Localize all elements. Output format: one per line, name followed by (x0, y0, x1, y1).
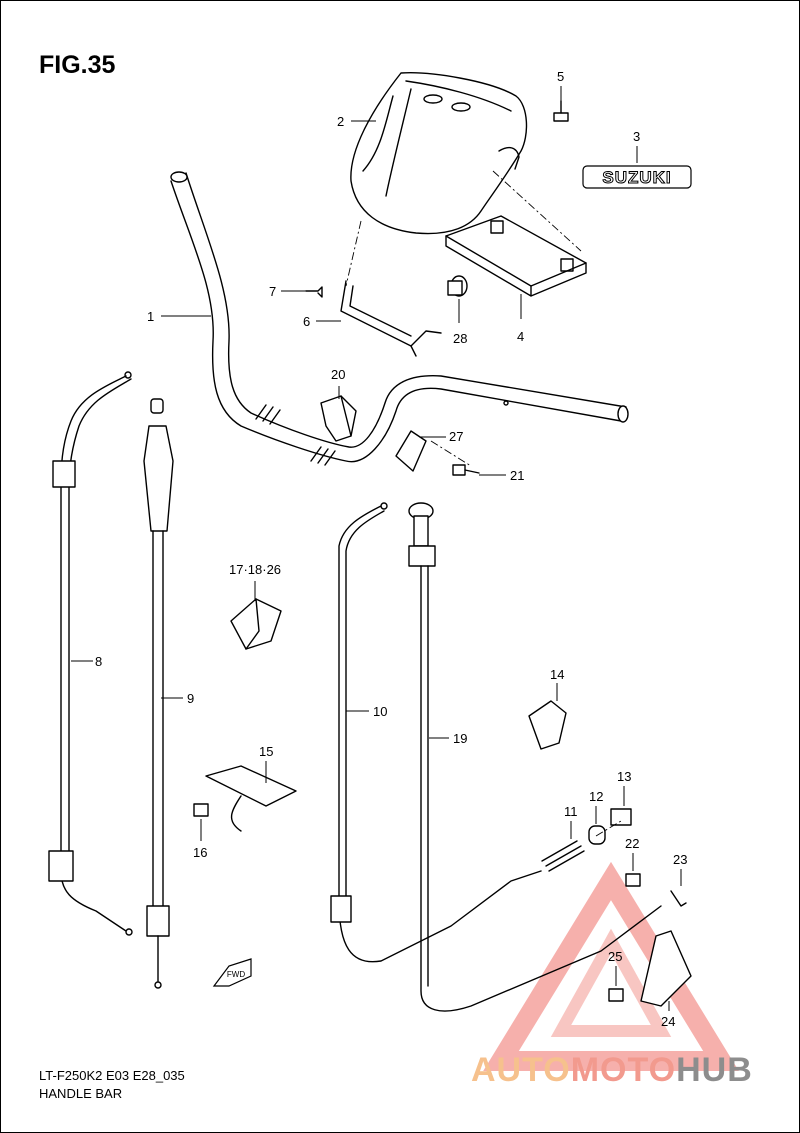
cable-clamp-upper (320, 395, 357, 442)
handlebar-cover (350, 72, 528, 235)
callout-16: 16 (193, 845, 207, 860)
screw-small (305, 286, 323, 298)
cotter-pin (670, 890, 687, 907)
watermark-moto: MOTO (570, 1051, 677, 1089)
callout-20: 20 (331, 367, 345, 382)
cable-clamp-middle (230, 598, 282, 650)
callout-6: 6 (303, 314, 310, 329)
suzuki-emblem: SUZUKI (582, 165, 692, 189)
callout-22: 22 (625, 836, 639, 851)
callout-10: 10 (373, 704, 387, 719)
model-code: LT-F250K2 E03 E28_035 (39, 1068, 185, 1083)
cable-nine (143, 398, 174, 989)
forward-direction-marker: FWD (212, 958, 252, 987)
watermark-hub: HUB (676, 1051, 753, 1089)
choke-lever-bracket (640, 930, 692, 1007)
watermark-logo: AUTOMOTOHUB (471, 1051, 753, 1090)
bolt-twenty-two (625, 873, 641, 887)
callout-3: 3 (633, 129, 640, 144)
emblem-label: SUZUKI (602, 168, 671, 187)
callout-8: 8 (95, 654, 102, 669)
rubber-cushion (447, 275, 468, 297)
callout-5: 5 (557, 69, 564, 84)
callout-21: 21 (510, 468, 524, 483)
handlebar (170, 171, 629, 466)
bolt (452, 464, 480, 476)
callout-12: 12 (589, 789, 603, 804)
callout-13: 13 (617, 769, 631, 784)
callout-2: 2 (337, 114, 344, 129)
callout-17-18-26: 17·18·26 (229, 562, 281, 577)
cable-clamp-right (528, 700, 567, 750)
cover-bracket (445, 215, 587, 297)
callout-7: 7 (269, 284, 276, 299)
fwd-label: FWD (227, 970, 245, 979)
cable-ten (330, 502, 542, 963)
choke-cable (408, 502, 662, 1012)
callout-24: 24 (661, 1014, 675, 1029)
callout-27: 27 (449, 429, 463, 444)
callout-9: 9 (187, 691, 194, 706)
figure-title: FIG.35 (39, 51, 116, 79)
section-name: HANDLE BAR (39, 1086, 123, 1101)
bolt-twenty-five (608, 988, 624, 1002)
plate-bolt (193, 803, 209, 817)
throttle-cable (48, 371, 133, 936)
cable-holder (395, 430, 427, 472)
callout-25: 25 (608, 949, 622, 964)
lower-bracket (340, 280, 442, 357)
watermark-auto: AUTO (471, 1051, 571, 1089)
figure-footer: LT-F250K2 E03 E28_035 HANDLE BAR (39, 1067, 185, 1103)
spring (541, 840, 585, 872)
callout-11: 11 (564, 804, 578, 819)
callout-4: 4 (517, 329, 524, 344)
callout-1: 1 (147, 309, 154, 324)
callout-28: 28 (453, 331, 467, 346)
callout-19: 19 (453, 731, 467, 746)
callout-14: 14 (550, 667, 564, 682)
clamp-plate (205, 765, 297, 832)
callout-15: 15 (259, 744, 273, 759)
cable-holder-end (610, 808, 632, 826)
callout-23: 23 (673, 852, 687, 867)
